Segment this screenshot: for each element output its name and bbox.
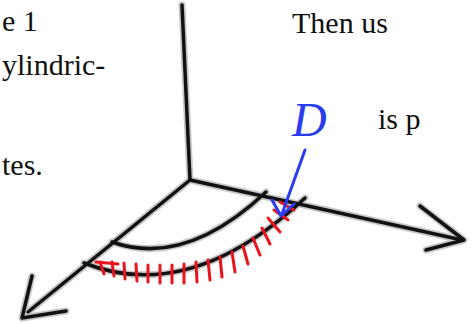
note-text: ylindric- bbox=[2, 50, 105, 80]
note-text: Then us bbox=[292, 8, 388, 38]
region-hatching bbox=[96, 202, 294, 283]
note-text: e 1 bbox=[2, 6, 38, 36]
region-symbol: D bbox=[292, 96, 327, 144]
note-text: tes. bbox=[2, 150, 43, 180]
note-text: is p bbox=[378, 104, 421, 134]
pointer-arrow bbox=[272, 150, 305, 216]
